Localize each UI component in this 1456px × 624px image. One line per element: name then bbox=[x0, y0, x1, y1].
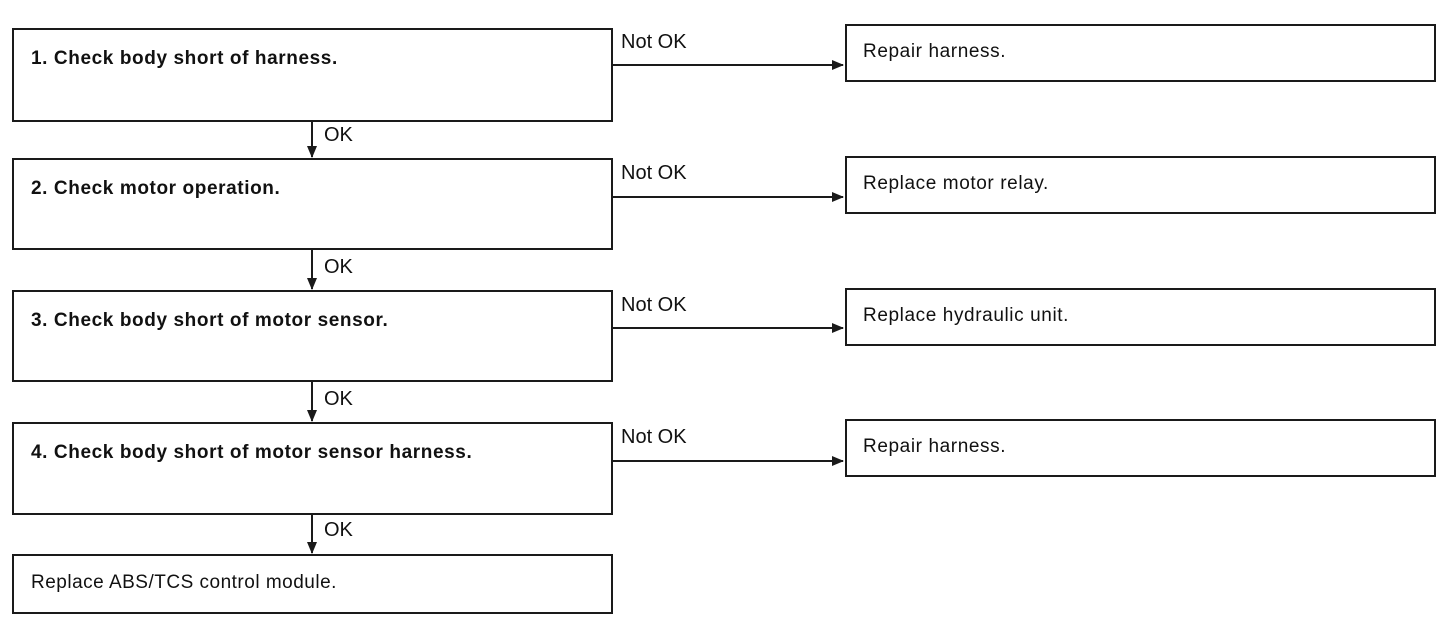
action-4-box: Repair harness. bbox=[845, 419, 1436, 477]
action-2-box: Replace motor relay. bbox=[845, 156, 1436, 214]
step-1-box: 1. Check body short of harness. bbox=[12, 28, 613, 122]
step-3-box: 3. Check body short of motor sensor. bbox=[12, 290, 613, 382]
final-action-text: Replace ABS/TCS control module. bbox=[31, 572, 337, 593]
step-4-text: 4. Check body short of motor sensor harn… bbox=[31, 442, 473, 463]
ok-label-1: OK bbox=[324, 124, 353, 146]
step-4-box: 4. Check body short of motor sensor harn… bbox=[12, 422, 613, 515]
action-1-box: Repair harness. bbox=[845, 24, 1436, 82]
not-ok-label-1: Not OK bbox=[621, 31, 687, 53]
final-action-box: Replace ABS/TCS control module. bbox=[12, 554, 613, 614]
step-2-text: 2. Check motor operation. bbox=[31, 178, 281, 199]
ok-label-3: OK bbox=[324, 388, 353, 410]
step-2-box: 2. Check motor operation. bbox=[12, 158, 613, 250]
action-3-text: Replace hydraulic unit. bbox=[863, 305, 1070, 326]
ok-label-4: OK bbox=[324, 519, 353, 541]
not-ok-label-2: Not OK bbox=[621, 162, 687, 184]
not-ok-label-4: Not OK bbox=[621, 426, 687, 448]
not-ok-label-3: Not OK bbox=[621, 294, 687, 316]
action-2-text: Replace motor relay. bbox=[863, 173, 1049, 194]
ok-label-2: OK bbox=[324, 256, 353, 278]
action-4-text: Repair harness. bbox=[863, 436, 1007, 457]
action-1-text: Repair harness. bbox=[863, 41, 1007, 62]
action-3-box: Replace hydraulic unit. bbox=[845, 288, 1436, 346]
step-1-text: 1. Check body short of harness. bbox=[31, 48, 338, 69]
step-3-text: 3. Check body short of motor sensor. bbox=[31, 310, 389, 331]
